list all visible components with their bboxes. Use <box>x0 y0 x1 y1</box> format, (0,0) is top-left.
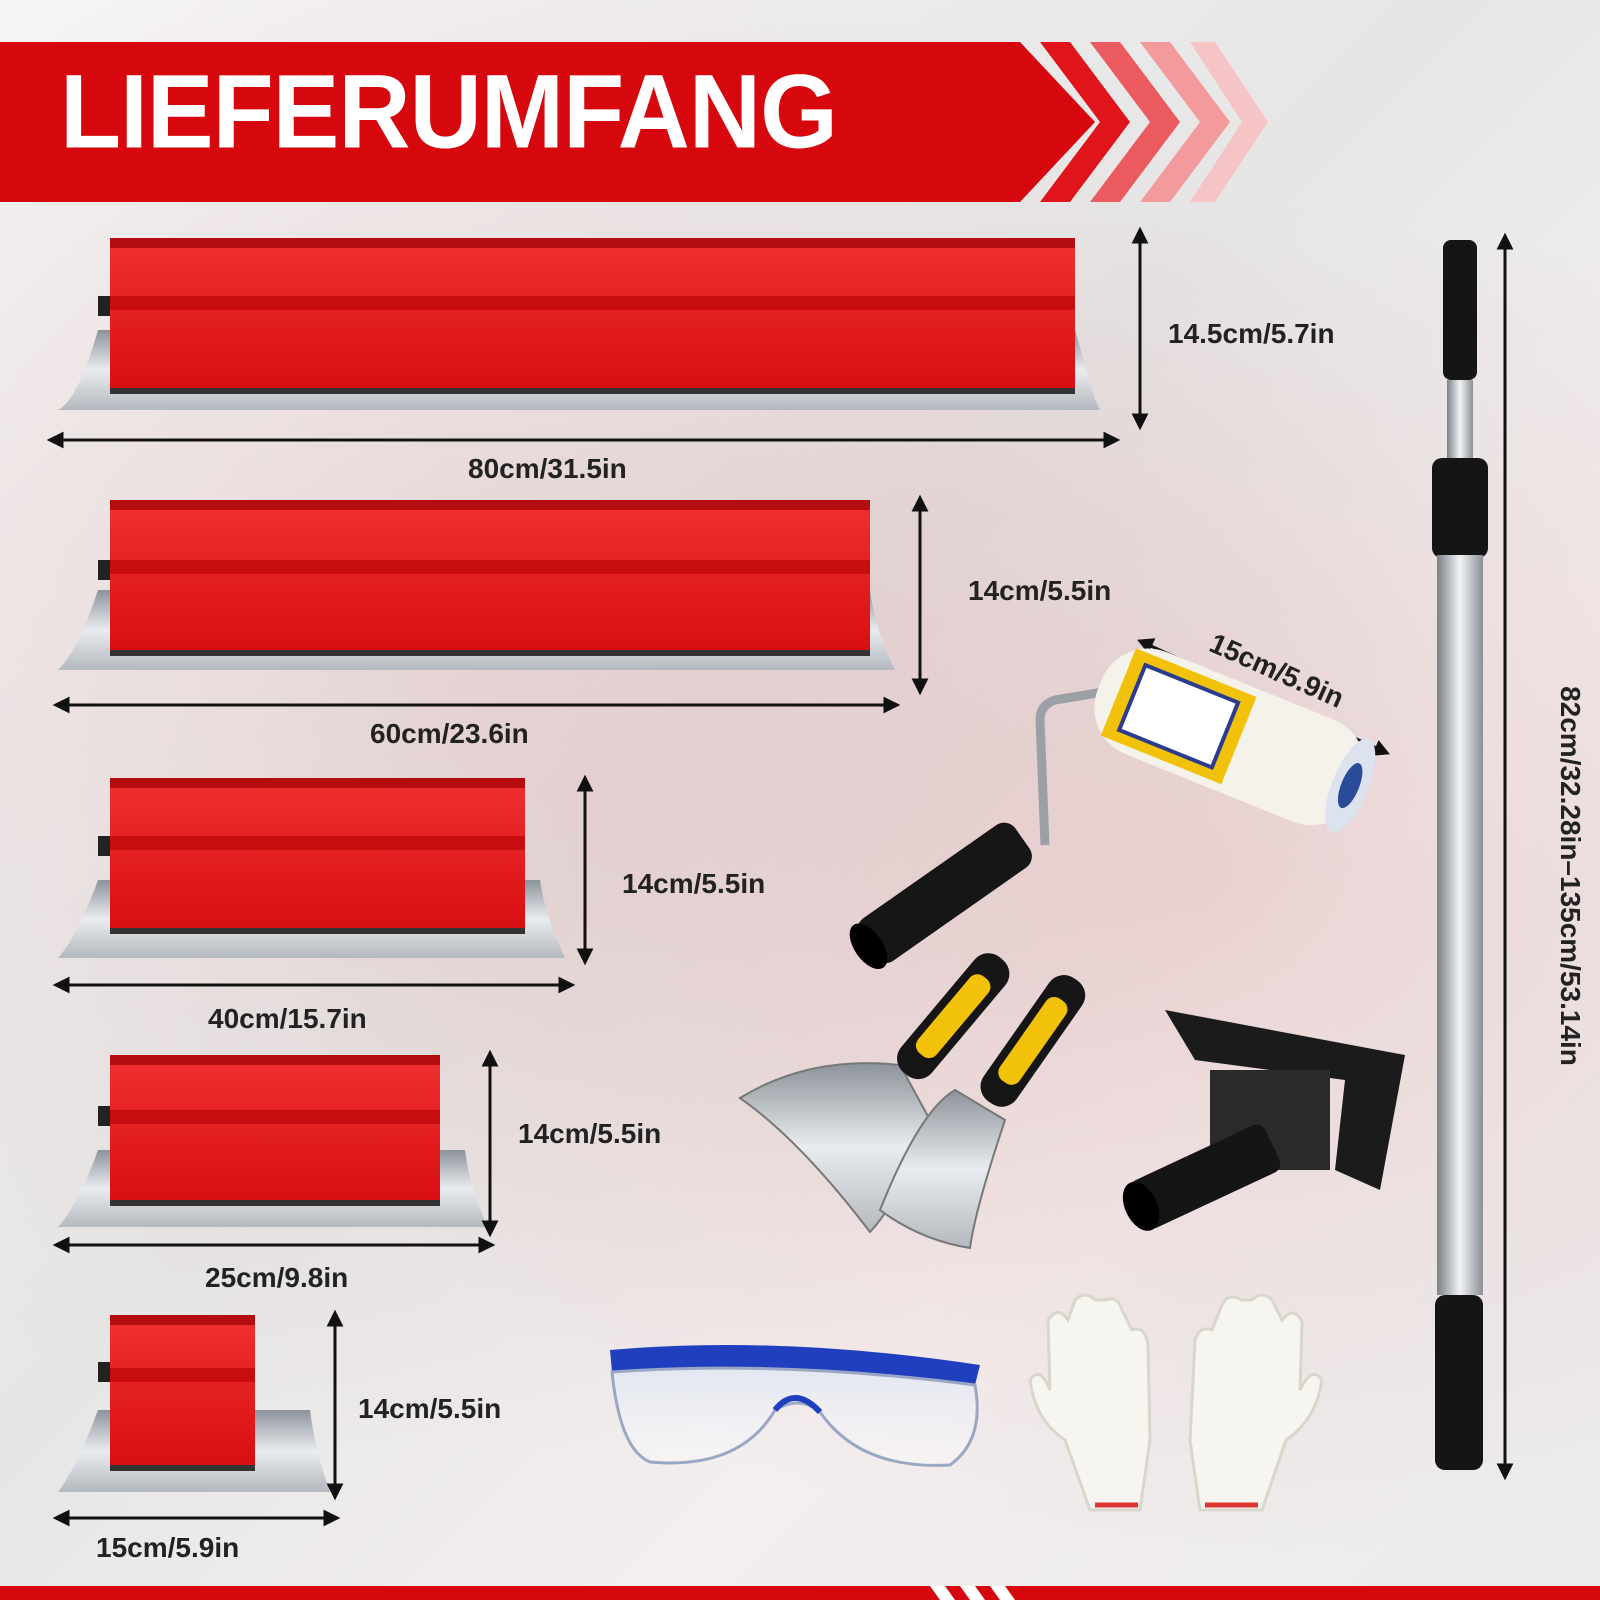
trowel-1-height-label: 14.5cm/5.7in <box>1168 318 1335 349</box>
trowel-25cm <box>58 1055 488 1227</box>
trowel-3-width-label: 40cm/15.7in <box>208 1003 367 1034</box>
trowel-80cm <box>58 238 1100 410</box>
trowel-1-width-label: 80cm/31.5in <box>468 453 627 484</box>
chevron-arrows-icon <box>1040 42 1268 202</box>
header-banner <box>0 42 1095 202</box>
telescopic-pole-icon <box>1432 240 1488 1470</box>
putty-knife-icon <box>738 953 1086 1250</box>
safety-glasses-icon <box>610 1345 980 1467</box>
trowel-5-width-label: 15cm/5.9in <box>96 1532 240 1563</box>
trowel-2-width-label: 60cm/23.6in <box>370 718 529 749</box>
trowel-40cm <box>58 778 565 958</box>
trowel-3-height-label: 14cm/5.5in <box>622 868 766 899</box>
pole-length-label: 82cm/32.28in–135cm/53.14in <box>1555 686 1586 1066</box>
banner-title: LIEFERUMFANG <box>60 53 838 171</box>
trowel-60cm <box>58 500 895 670</box>
work-gloves-icon <box>1028 1293 1324 1512</box>
paint-roller-icon <box>849 648 1376 970</box>
bottom-stripe <box>0 1586 1600 1600</box>
dimension-lines <box>46 226 1514 1527</box>
trowel-15cm <box>58 1315 330 1492</box>
trowel-4-width-label: 25cm/9.8in <box>205 1262 349 1293</box>
trowel-2-height-label: 14cm/5.5in <box>968 575 1112 606</box>
trowel-5-height-label: 14cm/5.5in <box>358 1393 502 1424</box>
pole-adapter-icon <box>1122 1010 1405 1231</box>
trowel-4-height-label: 14cm/5.5in <box>518 1118 662 1149</box>
